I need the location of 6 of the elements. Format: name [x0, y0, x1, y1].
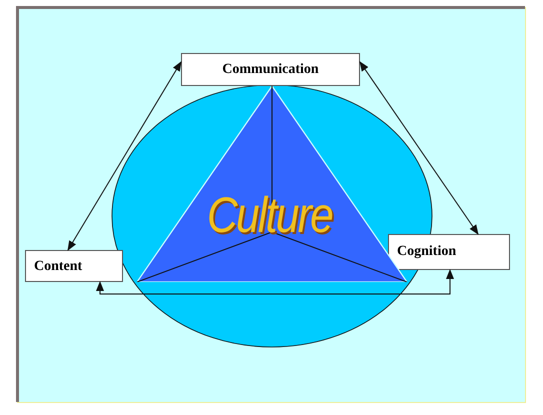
double-arrow — [67, 61, 182, 251]
label-box: Communication — [181, 53, 360, 86]
double-arrow — [96, 269, 454, 294]
double-arrow — [359, 61, 479, 235]
label-box: Cognition — [388, 234, 510, 270]
label-box: Content — [25, 250, 123, 282]
